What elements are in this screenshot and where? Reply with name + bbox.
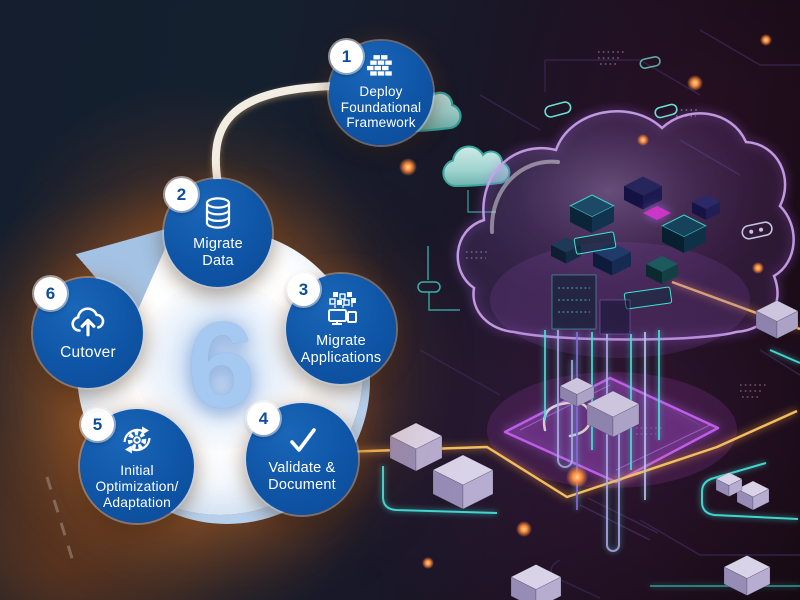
background-circuit-traces [419,29,800,599]
step-circle-migrate-applications: 3 Migrate Applications [286,273,396,384]
step-number-badge: 4 [247,402,280,435]
cloud-upload-icon [66,305,110,339]
yellow-circuit-traces [339,280,800,499]
database-icon [202,196,234,231]
gear-sync-icon [116,422,158,458]
center-number: 6 [187,297,255,433]
step-label: Validate & Document [268,459,336,493]
step-label: Migrate Applications [300,332,382,366]
server-blocks [551,176,720,335]
step-label: Migrate Data [193,235,243,269]
glowing-platform [487,372,737,488]
step-label: Cutover [60,343,116,361]
step-number-badge: 6 [34,277,67,310]
step-label: Deploy Foundational Framework [340,84,422,131]
step-label: Initial Optimization/ Adaptation [95,462,179,510]
step-number-badge: 1 [330,40,363,73]
data-dot-clusters [466,51,766,435]
step-circle-validate-document: 4 Validate & Document [246,402,358,515]
step-circle-deploy-foundational-framework: 1 Deploy Foundational Framework [329,40,433,145]
step-number-badge: 3 [287,273,320,306]
glow-dots [399,34,772,569]
cloud-cables [544,330,660,552]
big-digital-cloud [456,109,795,552]
dashed-accent-line [45,476,77,569]
step1-connector-line [211,82,340,188]
step-number-badge: 5 [81,408,114,441]
step-circle-cutover: 6 Cutover [33,277,143,388]
step-circle-initial-optimization-adaptation: 5 Initial Optimization/ Adaptation [80,408,194,523]
step-number-badge: 2 [165,178,198,211]
isometric-cubes [389,300,799,600]
brick-wall-icon [367,55,395,79]
checkmark-icon [285,425,319,455]
teal-circuit-traces [382,349,800,587]
step-circle-migrate-data: 2 Migrate Data [164,178,272,287]
app-migration-icon [321,291,361,328]
capsule-pills [544,56,773,240]
